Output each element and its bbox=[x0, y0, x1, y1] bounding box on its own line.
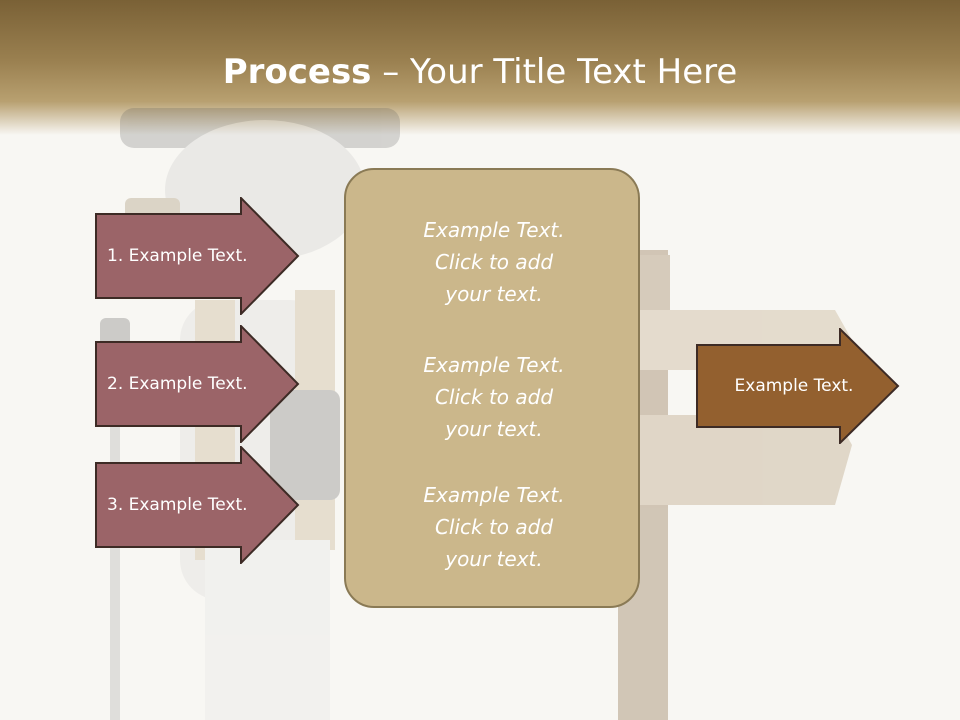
panel-text-block-3[interactable]: Example Text. Click to add your text. bbox=[423, 483, 565, 571]
step-label: 3. Example Text. bbox=[107, 495, 248, 515]
step-label: 2. Example Text. bbox=[107, 374, 248, 394]
center-text-panel[interactable]: Example Text. Click to add your text. Ex… bbox=[344, 168, 640, 608]
title-bold: Process bbox=[222, 52, 372, 92]
signpost bbox=[618, 250, 852, 720]
step-label: 1. Example Text. bbox=[107, 246, 248, 266]
step-arrow-3[interactable]: 3. Example Text. bbox=[95, 446, 300, 564]
title-rest: – Your Title Text Here bbox=[371, 52, 738, 92]
arrow-right-shape bbox=[95, 446, 300, 564]
panel-text-block-1[interactable]: Example Text. Click to add your text. bbox=[423, 218, 565, 306]
result-label: Example Text. bbox=[734, 376, 854, 396]
arrow-right-shape bbox=[696, 328, 900, 444]
result-arrow[interactable]: Example Text. bbox=[696, 328, 900, 444]
slide-title: Process – Your Title Text Here bbox=[0, 52, 960, 92]
step-arrow-1[interactable]: 1. Example Text. bbox=[95, 197, 300, 315]
header-band bbox=[0, 0, 960, 135]
panel-text-block-2[interactable]: Example Text. Click to add your text. bbox=[423, 353, 565, 441]
arrow-right-shape bbox=[95, 197, 300, 315]
step-arrow-2[interactable]: 2. Example Text. bbox=[95, 325, 300, 443]
arrow-right-shape bbox=[95, 325, 300, 443]
